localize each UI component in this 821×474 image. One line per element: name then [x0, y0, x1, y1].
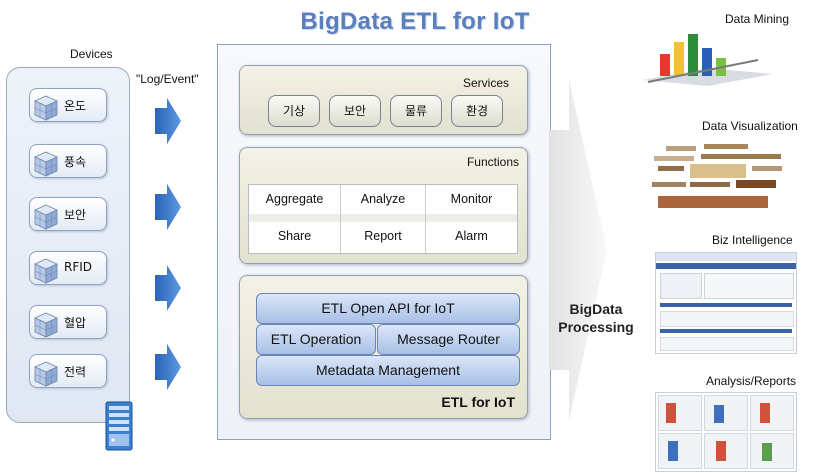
services-box: Services 기상 보안 물류 환경: [239, 65, 528, 135]
device-cube-icon: [34, 204, 58, 230]
service-security: 보안: [329, 95, 381, 127]
device-cube-icon: [34, 361, 58, 387]
device-security: 보안: [29, 197, 107, 231]
function-share: Share: [277, 229, 312, 243]
bigdata-processing-label: BigData Processing: [556, 300, 636, 336]
processing-line1: BigData: [569, 301, 623, 317]
device-label: 풍속: [64, 155, 87, 169]
device-cube-icon: [34, 312, 58, 338]
devices-panel: 온도 풍속 보안 RFID 혈압 전력: [6, 67, 130, 423]
metadata-management: Metadata Management: [256, 355, 520, 386]
functions-grid: Aggregate Analyze Monitor Share Report A…: [248, 184, 518, 254]
right-arrow-icon: [155, 98, 181, 144]
etl-box: ETL Open API for IoT ETL Operation Messa…: [239, 275, 528, 419]
flow-label: "Log/Event": [136, 72, 199, 86]
service-environment: 환경: [451, 95, 503, 127]
functions-title: Functions: [466, 155, 519, 169]
device-cube-icon: [34, 258, 58, 284]
big-arrow-icon: [549, 80, 607, 420]
device-temperature: 온도: [29, 88, 107, 122]
diagram-title: BigData ETL for IoT: [300, 8, 530, 35]
output-biz-intelligence: Biz Intelligence: [712, 233, 793, 247]
function-report: Report: [364, 229, 402, 243]
etl-operation: ETL Operation: [256, 324, 376, 355]
etl-open-api: ETL Open API for IoT: [256, 293, 520, 324]
device-label: 혈압: [64, 316, 87, 330]
data-visualization-image: [652, 144, 782, 208]
function-monitor: Monitor: [450, 192, 493, 206]
right-arrow-icon: [155, 184, 181, 230]
device-label: RFID: [64, 260, 93, 274]
etl-title: ETL for IoT: [441, 394, 515, 410]
service-weather: 기상: [268, 95, 320, 127]
output-analysis-reports: Analysis/Reports: [706, 374, 797, 388]
function-analyze: Analyze: [360, 192, 406, 206]
right-arrow-icon: [155, 265, 181, 311]
function-aggregate: Aggregate: [265, 192, 324, 206]
data-mining-image: [643, 34, 773, 86]
etl-panel: Services 기상 보안 물류 환경 Functions Aggregate…: [217, 44, 551, 440]
device-rfid: RFID: [29, 251, 107, 285]
output-data-mining: Data Mining: [725, 12, 790, 26]
devices-label: Devices: [70, 47, 113, 61]
device-label: 전력: [64, 365, 87, 379]
device-wind-speed: 풍속: [29, 144, 107, 178]
functions-box: Functions Aggregate Analyze Monitor Shar…: [239, 147, 528, 264]
service-logistics: 물류: [390, 95, 442, 127]
function-alarm: Alarm: [455, 229, 488, 243]
analysis-reports-image: [655, 392, 797, 472]
server-icon: [105, 401, 133, 451]
device-blood-pressure: 혈압: [29, 305, 107, 339]
device-cube-icon: [34, 95, 58, 121]
biz-intelligence-image: [655, 252, 797, 354]
services-title: Services: [462, 76, 509, 90]
device-label: 보안: [64, 208, 87, 222]
device-power: 전력: [29, 354, 107, 388]
device-cube-icon: [34, 151, 58, 177]
right-arrow-icon: [155, 344, 181, 390]
output-data-visualization: Data Visualization: [702, 119, 798, 133]
message-router: Message Router: [377, 324, 520, 355]
device-label: 온도: [64, 99, 87, 113]
processing-line2: Processing: [558, 319, 634, 335]
